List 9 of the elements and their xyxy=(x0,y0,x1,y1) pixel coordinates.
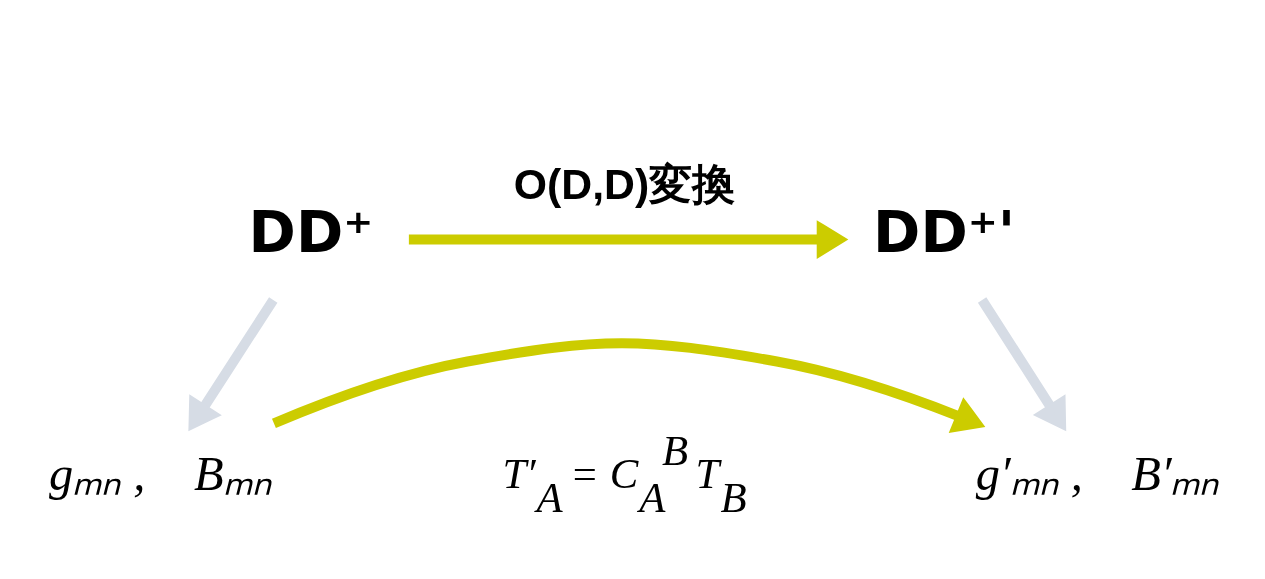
arrow xyxy=(977,297,1067,432)
edge-label: O(D,D)変換 xyxy=(513,159,736,208)
node-text: DD⁺' xyxy=(873,199,1016,266)
node-text: g′ₘₙ , B′ₘₙ xyxy=(975,447,1220,501)
node-text: gₘₙ , Bₘₙ xyxy=(49,447,272,501)
node-text: DD⁺ xyxy=(248,199,374,266)
arrow xyxy=(408,220,849,259)
arrow xyxy=(188,297,278,432)
arrow xyxy=(272,338,986,434)
